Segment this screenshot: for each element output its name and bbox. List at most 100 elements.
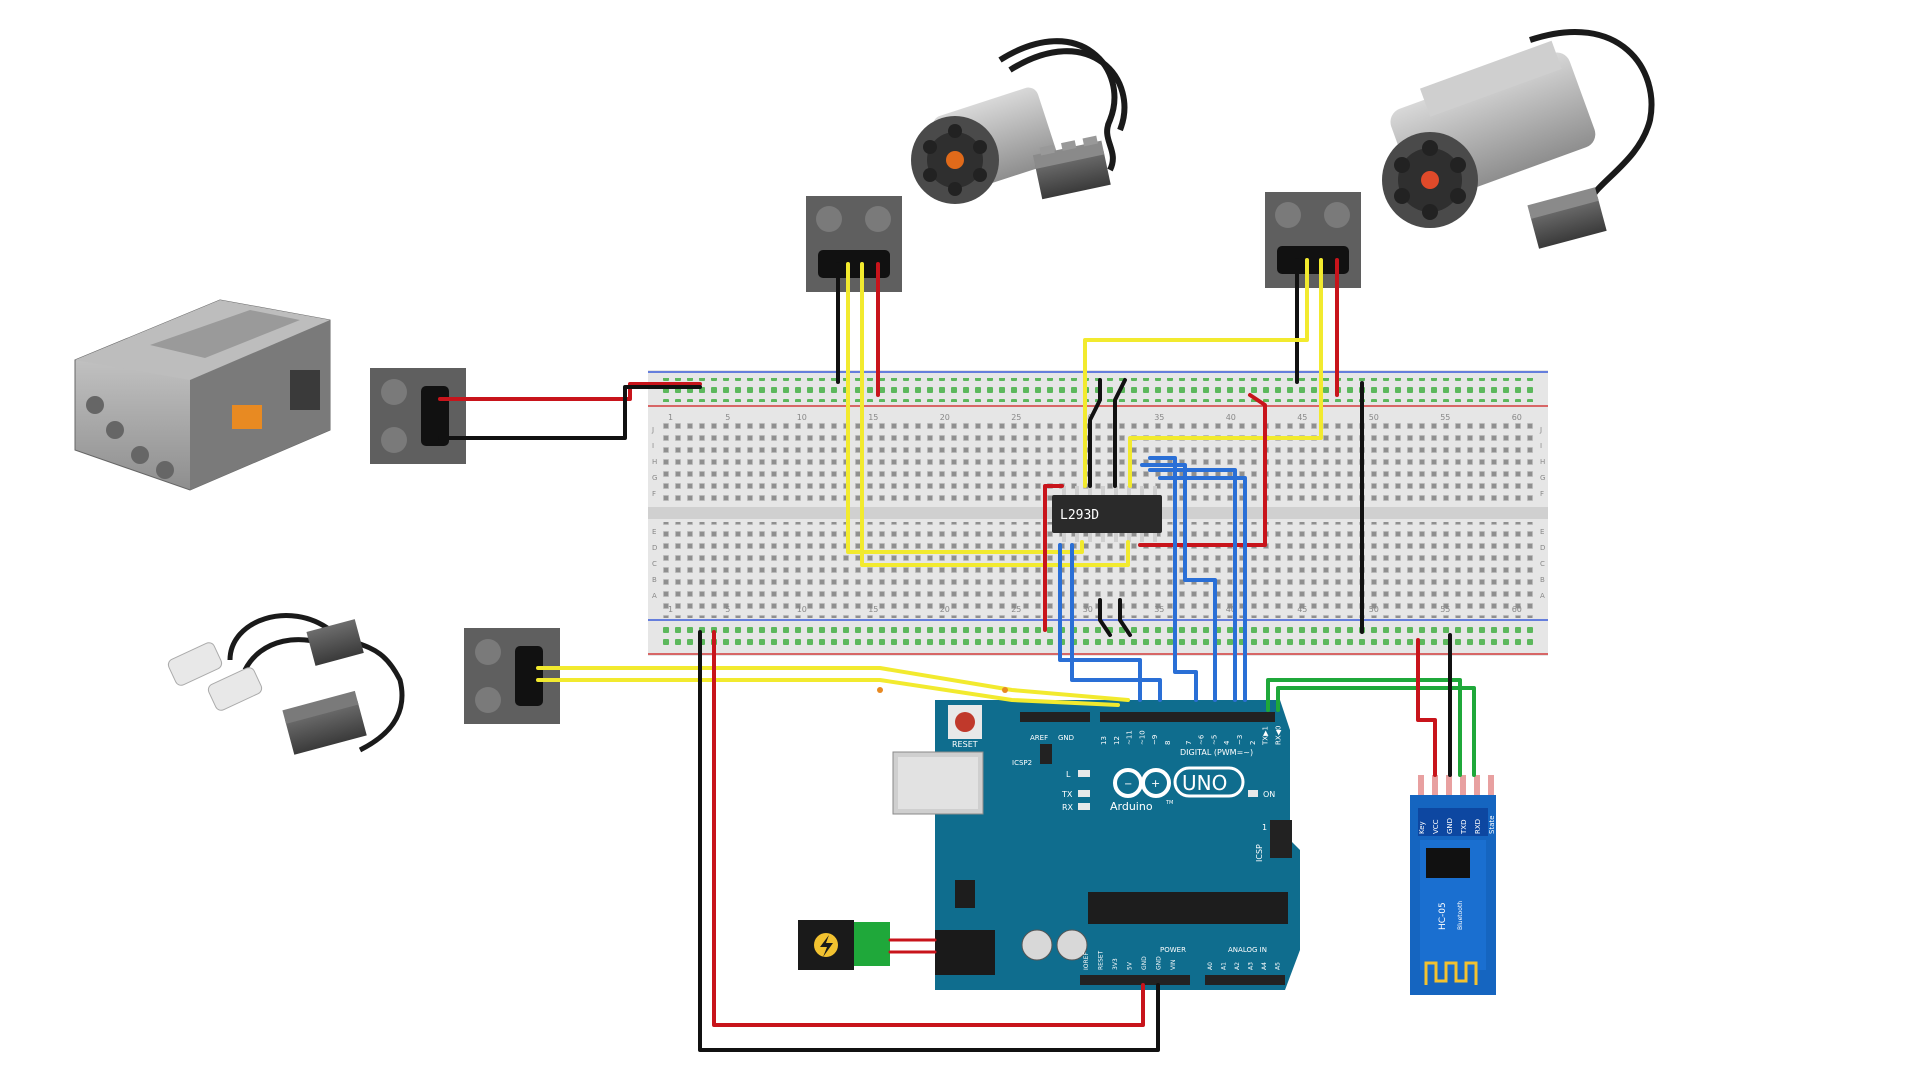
reset-button	[955, 712, 975, 732]
column-number: 55	[1440, 605, 1450, 614]
row-letter: I	[652, 442, 654, 450]
row-letter: A	[1540, 592, 1545, 600]
column-number: 40	[1226, 413, 1236, 422]
on-label: ON	[1263, 790, 1275, 799]
lego-motor-l	[1382, 29, 1655, 249]
column-number: 5	[725, 605, 730, 614]
column-number: 45	[1297, 605, 1307, 614]
aref-label: AREF	[1030, 734, 1048, 742]
column-number: 30	[1083, 413, 1093, 422]
digital-pin-label: RX◀0	[1274, 726, 1282, 746]
column-number: 30	[1083, 605, 1093, 614]
analog-pin-label: A2	[1234, 962, 1241, 970]
analog-pin-label: A0	[1207, 962, 1214, 970]
column-number: 60	[1512, 605, 1522, 614]
svg-text:+: +	[1151, 777, 1160, 790]
power-label: POWER	[1160, 946, 1186, 954]
digital-label: DIGITAL (PWM=~)	[1180, 748, 1253, 757]
wires	[438, 258, 1476, 1052]
row-letter: B	[1540, 576, 1545, 584]
orange-switch	[232, 405, 262, 429]
column-number: 40	[1226, 605, 1236, 614]
column-number: 50	[1369, 605, 1379, 614]
connector-battery	[370, 368, 466, 464]
row-letter: F	[1540, 490, 1544, 498]
bt-pin-label: GND	[1446, 818, 1454, 834]
uno-label: UNO	[1182, 771, 1227, 795]
led-tx-label: TX	[1061, 790, 1073, 799]
digital-pin-label: ~9	[1151, 735, 1159, 745]
bt-pin-label: VCC	[1432, 819, 1440, 834]
column-number: 10	[797, 605, 807, 614]
digital-pin-label: 4	[1223, 740, 1231, 745]
digital-pin-label: 12	[1113, 736, 1121, 745]
row-letter: H	[1540, 458, 1545, 466]
analog-pin-label: A5	[1275, 962, 1282, 970]
connector-motor-m	[806, 196, 902, 292]
connector-lights	[464, 628, 560, 724]
lego-battery-box	[74, 299, 331, 491]
analog-pin-labels: A0 A1 A2 A3 A4 A5	[1207, 962, 1282, 970]
lego-led-lights	[167, 613, 405, 755]
icsp-label: ICSP	[1255, 844, 1264, 862]
digital-pin-label: ~10	[1138, 730, 1146, 745]
column-number: 25	[1011, 605, 1021, 614]
row-letter: D	[1540, 544, 1545, 552]
power-pin-label: GND	[1156, 956, 1163, 970]
row-letter: I	[1540, 442, 1542, 450]
row-letter: F	[652, 490, 656, 498]
analog-pin-label: A4	[1261, 962, 1268, 970]
row-letter: G	[652, 474, 657, 482]
digital-pin-label: ~6	[1198, 734, 1206, 745]
column-number: 5	[725, 413, 730, 422]
l293d-chip: L293D	[1052, 486, 1162, 542]
icsp2-label: ICSP2	[1012, 759, 1032, 767]
analog-pin-label: A3	[1248, 962, 1255, 970]
row-letter: E	[652, 528, 656, 536]
column-number: 15	[868, 605, 878, 614]
column-number: 10	[797, 413, 807, 422]
connector-motor-l	[1265, 192, 1361, 288]
digital-pin-label: 7	[1185, 741, 1193, 745]
icsp-pin-one: 1	[1262, 823, 1267, 832]
power-pin-label: GND	[1141, 956, 1148, 970]
bt-pin-label: Key	[1418, 821, 1426, 834]
gnd-label-top: GND	[1058, 734, 1074, 742]
analog-pin-label: A1	[1221, 962, 1228, 970]
power-pin-label: 5V	[1127, 961, 1134, 970]
digital-pin-label: ~5	[1210, 735, 1218, 745]
reset-label: RESET	[952, 740, 978, 749]
power-pin-label: 3V3	[1112, 958, 1119, 970]
digital-pin-label: 13	[1100, 736, 1108, 745]
column-number: 55	[1440, 413, 1450, 422]
column-number: 35	[1154, 413, 1164, 422]
column-number: 1	[668, 413, 673, 422]
arduino-logo: − + UNO Arduino TM	[1110, 766, 1245, 813]
column-number: 1	[668, 605, 673, 614]
column-number: 20	[940, 605, 950, 614]
row-letter: E	[1540, 528, 1544, 536]
column-number: 50	[1369, 413, 1379, 422]
bt-pin-label: RXD	[1474, 819, 1482, 834]
svg-text:−: −	[1124, 779, 1132, 790]
row-letter: B	[652, 576, 657, 584]
column-number: 60	[1512, 413, 1522, 422]
column-number: 35	[1154, 605, 1164, 614]
bt-pin-label: TXD	[1460, 820, 1468, 835]
column-number: 45	[1297, 413, 1307, 422]
column-number: 15	[868, 413, 878, 422]
power-pin-label: VIN	[1170, 960, 1177, 970]
row-letter: D	[652, 544, 657, 552]
bt-sub-label: Bluetooth	[1457, 901, 1464, 930]
digital-pin-label: ~3	[1236, 735, 1244, 745]
column-number: 25	[1011, 413, 1021, 422]
row-letter: J	[1539, 426, 1542, 434]
